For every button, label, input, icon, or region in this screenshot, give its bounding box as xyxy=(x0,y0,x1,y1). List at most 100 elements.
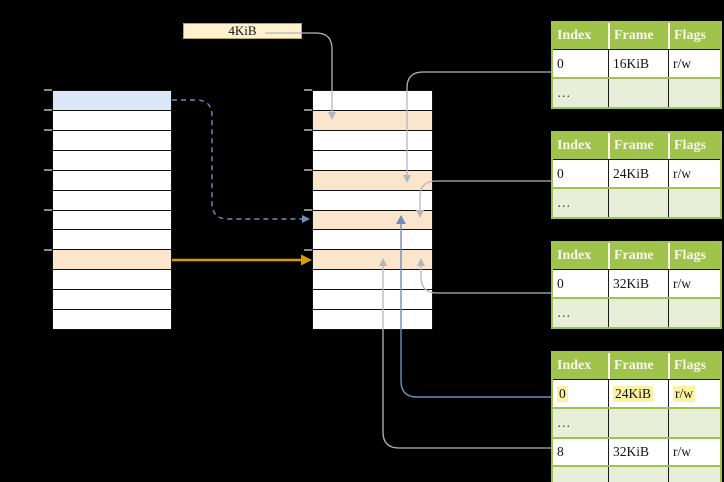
page-table-2-header-flags: Flags xyxy=(668,133,720,159)
page-table-1-cell-r0c0: 0 xyxy=(553,50,608,77)
page-table-4-header-frame: Frame xyxy=(608,353,668,379)
page-table-1-cell-r1c0: … xyxy=(553,79,608,107)
page-table-4-row-0: 0 24KiB r/w xyxy=(553,379,720,407)
page-size-label-box: 4KiB xyxy=(183,23,302,39)
left-memory-row-9 xyxy=(53,269,171,290)
page-table-4-cell-r3c0: … xyxy=(553,467,608,482)
page-table-4-header-index: Index xyxy=(557,358,592,373)
page-table-3-header-frame: Frame xyxy=(608,243,668,269)
middle-memory-row-11 xyxy=(313,309,432,330)
cell-text: … xyxy=(557,305,571,320)
left-memory-row-8 xyxy=(53,249,171,270)
middle-memory-row-5 xyxy=(313,189,432,210)
left-column-tick xyxy=(44,89,52,91)
page-table-1-header-frame: Frame xyxy=(608,23,668,49)
cell-text: r/w xyxy=(673,385,695,402)
cell-text: 0 xyxy=(557,55,564,71)
left-memory-row-4 xyxy=(53,169,171,190)
page-table-3-header-flags: Flags xyxy=(668,243,720,269)
page-table-1-row-0: 0 16KiB r/w xyxy=(553,49,720,77)
page-table-1-header-index: Index xyxy=(557,28,592,43)
middle-memory-row-9 xyxy=(313,269,432,290)
left-memory-row-5 xyxy=(53,189,171,210)
cell-text: 8 xyxy=(557,444,564,459)
middle-column-tick xyxy=(304,129,312,131)
cell-text: … xyxy=(557,85,571,100)
page-table-3-cell-r1c2 xyxy=(668,299,720,327)
page-table-2-header-index: Index xyxy=(557,138,592,153)
left-memory-row-1 xyxy=(53,109,171,130)
arrow-blue-entry-to-l2-entry xyxy=(172,99,310,223)
page-table-3-cell-r0c1: 32KiB xyxy=(608,270,668,297)
page-table-4-cell-r0c0: 0 xyxy=(553,380,608,407)
page-table-4-row-1: … xyxy=(553,407,720,437)
left-memory-row-10 xyxy=(53,289,171,310)
page-table-2-cell-r0c2: r/w xyxy=(668,160,720,187)
middle-column-tick xyxy=(304,169,312,171)
page-table-2-cell-r1c1 xyxy=(608,189,668,217)
page-table-1-cell-r0c2: r/w xyxy=(668,50,720,77)
arrow-table3-to-l2-entry xyxy=(417,258,551,294)
page-table-3-cell-r0c0: 0 xyxy=(553,270,608,297)
page-table-2-header-frame: Frame xyxy=(608,133,668,159)
page-table-2-cell-r0c1: 24KiB xyxy=(608,160,668,187)
page-table-4-cell-r1c0: … xyxy=(553,409,608,437)
page-table-3-header-index: Index xyxy=(557,248,592,263)
left-memory-row-11 xyxy=(53,309,171,330)
cell-text: 0 xyxy=(557,165,564,181)
middle-column-tick xyxy=(304,109,312,111)
arrow-blue-entry-to-l2-entry-head xyxy=(302,215,310,223)
middle-memory-row-1 xyxy=(313,109,432,130)
middle-column-tick xyxy=(304,249,312,251)
left-memory-row-3 xyxy=(53,149,171,170)
cell-text: … xyxy=(557,195,571,210)
middle-memory-row-8 xyxy=(313,249,432,270)
cell-text: … xyxy=(557,415,571,430)
middle-memory-row-4 xyxy=(313,169,432,190)
left-column-tick xyxy=(44,249,52,251)
page-table-1-cell-r0c1: 16KiB xyxy=(608,50,668,77)
page-table-2-row-1: … xyxy=(553,187,720,217)
middle-memory-row-7 xyxy=(313,229,432,250)
left-memory-row-2 xyxy=(53,129,171,150)
cell-text: 24KiB xyxy=(613,385,654,402)
left-column-tick xyxy=(44,209,52,211)
page-table-1-row-1: … xyxy=(553,77,720,107)
page-size-label: 4KiB xyxy=(228,23,257,38)
page-table-3-row-1: … xyxy=(553,297,720,327)
page-table-3-cell-r1c1 xyxy=(608,299,668,327)
middle-memory-row-3 xyxy=(313,149,432,170)
arrow-table2-to-l2-entry xyxy=(416,180,551,218)
page-table-4-cell-r3c1 xyxy=(608,467,668,482)
cell-text: 0 xyxy=(557,385,568,402)
arrow-orange-entry-to-l2-entry xyxy=(172,254,312,266)
middle-column-tick xyxy=(304,89,312,91)
page-table-4-cell-r0c1: 24KiB xyxy=(608,380,668,407)
cell-text: r/w xyxy=(673,444,691,459)
cell-text: 0 xyxy=(557,275,564,291)
middle-memory-row-6 xyxy=(313,209,432,230)
cell-text: r/w xyxy=(673,275,691,291)
left-column-tick xyxy=(44,169,52,171)
left-memory-row-7 xyxy=(53,229,171,250)
left-memory-row-0 xyxy=(53,91,171,110)
page-table-1-cell-r1c2 xyxy=(668,79,720,107)
cell-text: r/w xyxy=(673,55,691,71)
page-table-2-cell-r0c0: 0 xyxy=(553,160,608,187)
cell-text: r/w xyxy=(673,165,691,181)
page-table-3-row-0: 0 32KiB r/w xyxy=(553,269,720,297)
page-table-4-cell-r2c0: 8 xyxy=(553,439,608,465)
page-table-4-cell-r2c2: r/w xyxy=(668,439,720,465)
arrow-orange-entry-to-l2-entry-head xyxy=(301,254,312,266)
page-table-4-cell-r1c1 xyxy=(608,409,668,437)
cell-text: 16KiB xyxy=(613,55,650,71)
middle-column-tick xyxy=(304,209,312,211)
page-table-3-cell-r1c0: … xyxy=(553,299,608,327)
